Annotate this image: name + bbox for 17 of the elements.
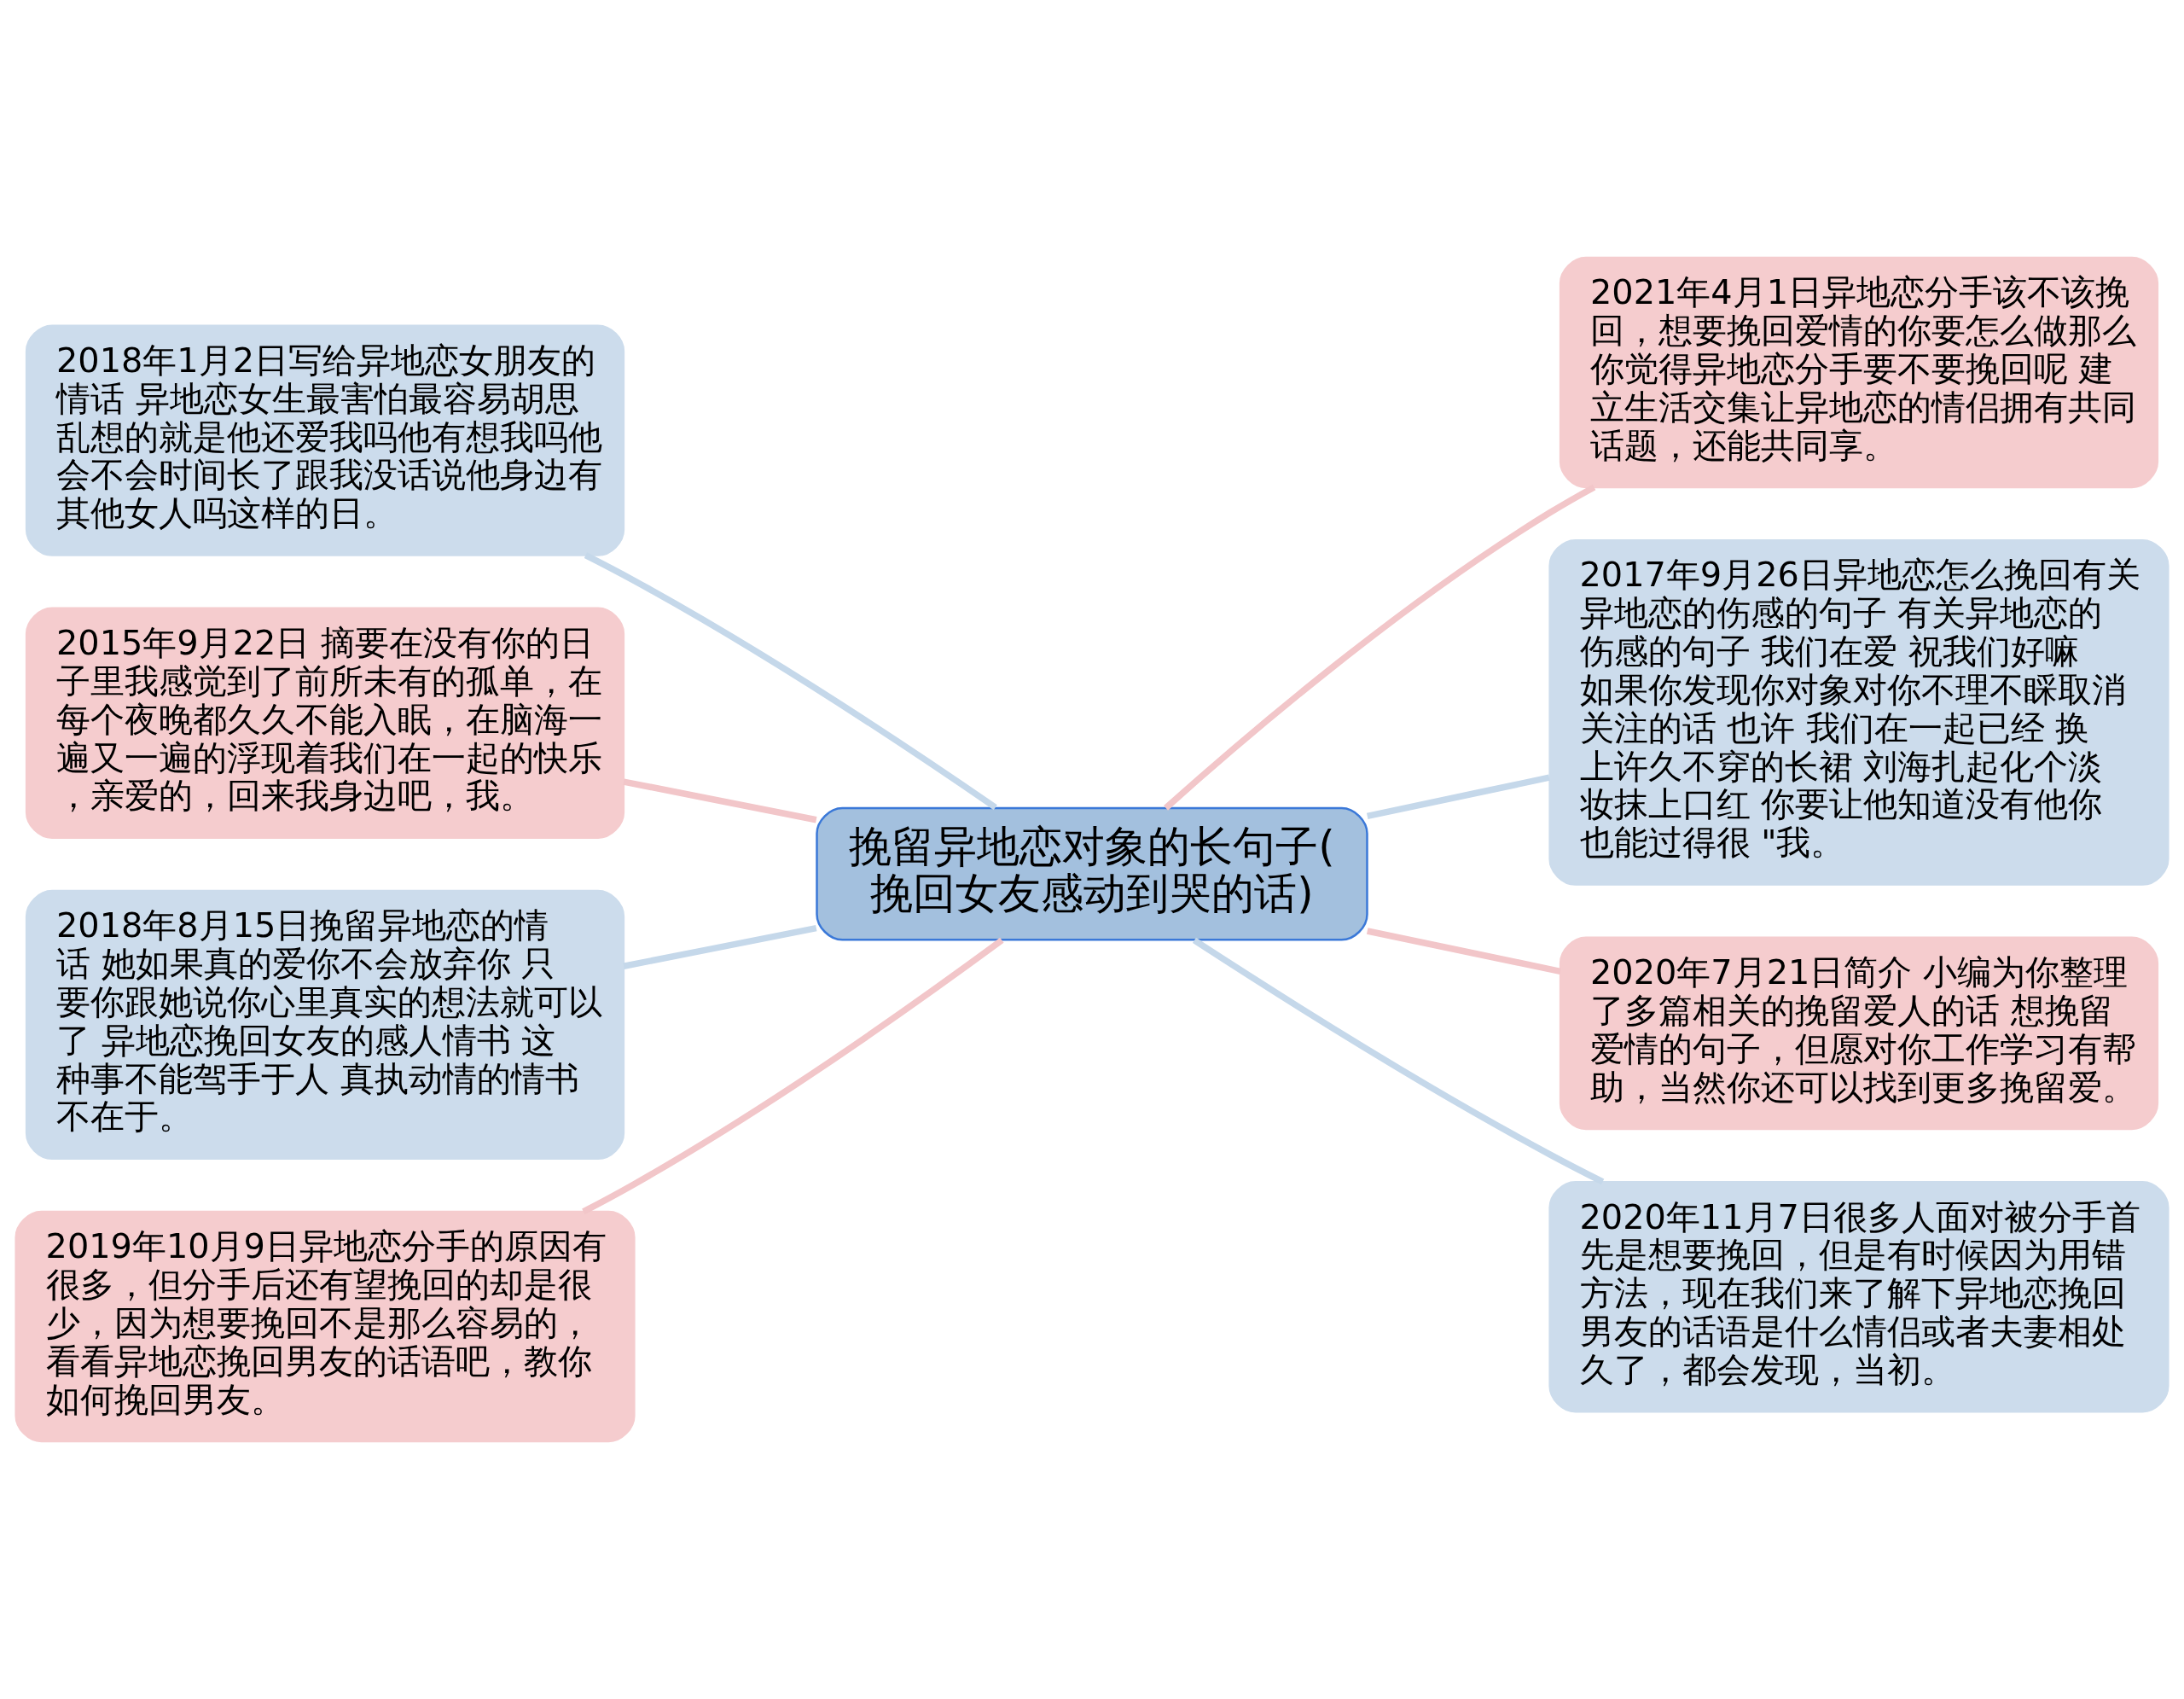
connector — [582, 937, 1004, 1215]
node-box: 2020年7月21日简介 小编为你整理了多篇相关的挽留爱人的话 想挽留爱情的句子，但愿对你工作学习有帮助，当然你还可以找到更多挽留爱。 — [1559, 936, 2159, 1131]
connector — [623, 778, 817, 823]
connector — [1192, 937, 1605, 1185]
node-box: 2018年8月15日挽留异地恋的情话 她如果真的爱你不会放弃你 只要你跟她说你心里真实的想法就可以了 异地恋挽回女友的感人情书 这种事不能驾手于人 真执动情的情书不在于。 — [25, 889, 625, 1161]
node-box: 挽留异地恋对象的长句子(挽回女友感动到哭的话) — [816, 806, 1368, 941]
connector — [1366, 774, 1550, 819]
connector — [584, 552, 997, 811]
connector — [623, 924, 817, 969]
connector — [1366, 928, 1561, 975]
node-box: 2017年9月26日异地恋怎么挽回有关异地恋的伤感的句子 有关异地恋的伤感的句子 我们在爱 祝我们好嘛如果你发现你对象对你不理不睬取消关注的话 也许 我们在一起已经 换上许久不穿的长裙 刘海扎起化个淡妆抹上口红 你要让他知道没有他你也能过得很 "我。 — [1548, 538, 2169, 886]
node-box: 2021年4月1日异地恋分手该不该挽回，想要挽回爱情的你要怎么做那么你觉得异地恋分手要不要挽回呢 建立生活交集让异地恋的情侣拥有共同话题，还能共同享。 — [1559, 256, 2159, 489]
connector — [1164, 484, 1596, 811]
node-box: 2015年9月22日 摘要在没有你的日子里我感觉到了前所未有的孤单，在每个夜晚都久久不能入眠，在脑海一遍又一遍的浮现着我们在一起的快乐，亲爱的，回来我身边吧，我。 — [25, 607, 625, 840]
node-box: 2018年1月2日写给异地恋女朋友的情话 异地恋女生最害怕最容易胡思乱想的就是他还爱我吗他有想我吗他会不会时间长了跟我没话说他身边有其他女人吗这样的日。 — [25, 324, 625, 556]
node-box: 2020年11月7日很多人面对被分手首先是想要挽回，但是有时候因为用错方法，现在我们来了解下异地恋挽回男友的话语是什么情侣或者夫妻相处久了，都会发现，当初。 — [1548, 1181, 2169, 1413]
node-box: 2019年10月9日异地恋分手的原因有很多，但分手后还有望挽回的却是很少，因为想要挽回不是那么容易的，看看异地恋挽回男友的话语吧，教你如何挽回男友。 — [15, 1210, 636, 1443]
